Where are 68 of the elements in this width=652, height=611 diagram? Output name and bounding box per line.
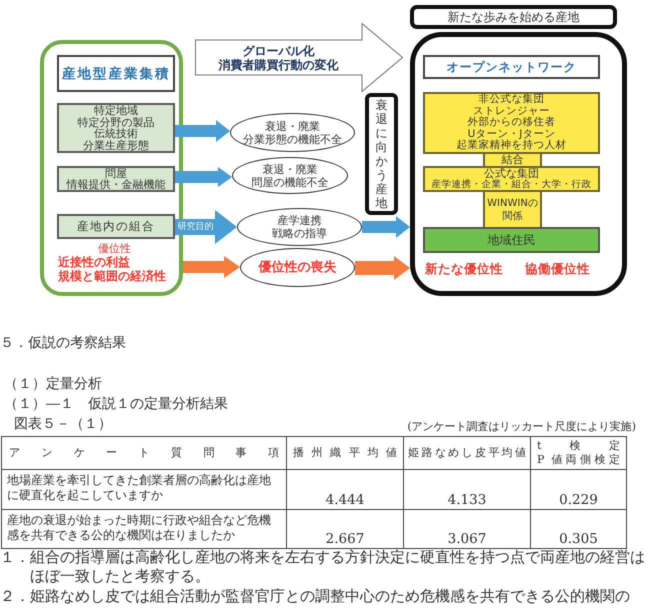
process-box: 地域住民 [423, 227, 600, 253]
arrow-text: グローバル化 [242, 44, 314, 58]
label-box: 衰退に向かう産地 [365, 93, 398, 215]
heading-box: オープンネットワーク [423, 55, 600, 79]
arrow [355, 256, 410, 280]
table-cell: 4.133 [404, 470, 530, 510]
edge-label: 研究目的 [176, 221, 214, 233]
node-text: 特定地域 [94, 105, 138, 116]
group-panel [410, 32, 627, 296]
table-cell: 地場産業を牽引してきた創業者層の高齢化は産地に硬直化を起こしていますか [2, 470, 286, 510]
heading-box: 産地型産業集積 [57, 55, 175, 92]
column-header: 姫路なめし皮平均値 [404, 436, 530, 470]
node-text: 衰退・廃業 [265, 120, 320, 132]
process-box: 産地内の組合 [57, 214, 175, 239]
arrow [175, 120, 230, 142]
process-box [57, 103, 175, 153]
node-text: Uターン・Jターン [468, 128, 556, 140]
subheading-text: （１）定量分析 [4, 375, 102, 393]
node-text: 産学連携 [278, 214, 322, 227]
node-text: 問屋の機能不全 [252, 176, 328, 188]
paragraph-text: ２．姫路なめし皮では組合活動が監督官庁との調整中心のため危機感を共有できる公的機関の [0, 587, 631, 606]
node-text: 非公式な集団 [478, 94, 544, 106]
caption-text: 優位性 [97, 242, 132, 255]
process-box [423, 166, 600, 192]
process-box [423, 92, 600, 154]
table-cell: 3.067 [404, 510, 530, 548]
link-box: WINWINの関係 [483, 192, 542, 227]
node-text: 分業生産形態 [83, 140, 149, 151]
emphasis-text: 近接性の利益 [58, 255, 131, 269]
header-text: t検定 [537, 439, 620, 453]
paragraph-text: １．組合の指導層は高齢化し産地の将来を左右する方針決定に硬直性を持つ点で両産地の経営はほぼ一致したと考察する。 [0, 548, 646, 586]
header-text: P 値両側検定 [537, 453, 620, 467]
node-text: 戦略の指導 [272, 227, 327, 240]
emphasis-text: 規模と範囲の経済性 [58, 269, 167, 283]
node-text: 特定分野の製品 [78, 116, 154, 128]
arrow-text: 消費者購買行動の変化 [218, 58, 338, 72]
note-text: (アンケート調査はリッカート尺度により実施) [407, 419, 636, 434]
label-box: 新たな歩みを始める産地 [410, 5, 617, 29]
node-text: ストレンジャー [473, 106, 550, 117]
emphasis-text: 協働優位性 [525, 261, 590, 278]
process-box [57, 166, 175, 192]
arrow [175, 210, 237, 244]
table-cell: 産地の衰退が始まった時期に行政や組合など危機感を共有できる公的な機関は在りましたか [2, 510, 286, 548]
oval-node: 優位性の喪失 [240, 248, 355, 287]
heading-text: ５．仮説の考察結果 [0, 334, 126, 352]
arrow [362, 216, 410, 238]
node-text: 起業家精神を持つ人材 [456, 140, 566, 152]
node-text: 衰退・廃業 [262, 162, 318, 176]
column-header: アンケート質問事項 [2, 436, 286, 470]
node-text: 産学連携・企業・組合・大学・行政 [432, 179, 592, 190]
node-text: 情報提供・金融機能 [66, 179, 166, 190]
figure-label: 図表５－（１） [14, 415, 112, 433]
block-arrow [195, 23, 403, 92]
table-cell: 0.305 [530, 510, 626, 548]
node-text: 伝統技術 [94, 128, 138, 140]
node-text: 分業形態の機能不全 [243, 132, 342, 146]
node-text: 問屋 [105, 168, 127, 179]
arrow [175, 167, 232, 187]
node-text: 外部からの移住者 [468, 117, 556, 129]
table-cell: 0.229 [530, 470, 626, 510]
emphasis-text: 新たな優位性 [425, 261, 503, 278]
column-header: 播州織平均値 [286, 436, 404, 470]
table-cell: 4.444 [286, 470, 404, 510]
link-box: 結合 [483, 154, 542, 166]
node-text: 公式な集団 [484, 168, 539, 179]
table-cell: 2.667 [286, 510, 404, 548]
subheading-text: （１）―１ 仮説１の定量分析結果 [4, 395, 228, 413]
arrow [183, 256, 240, 278]
